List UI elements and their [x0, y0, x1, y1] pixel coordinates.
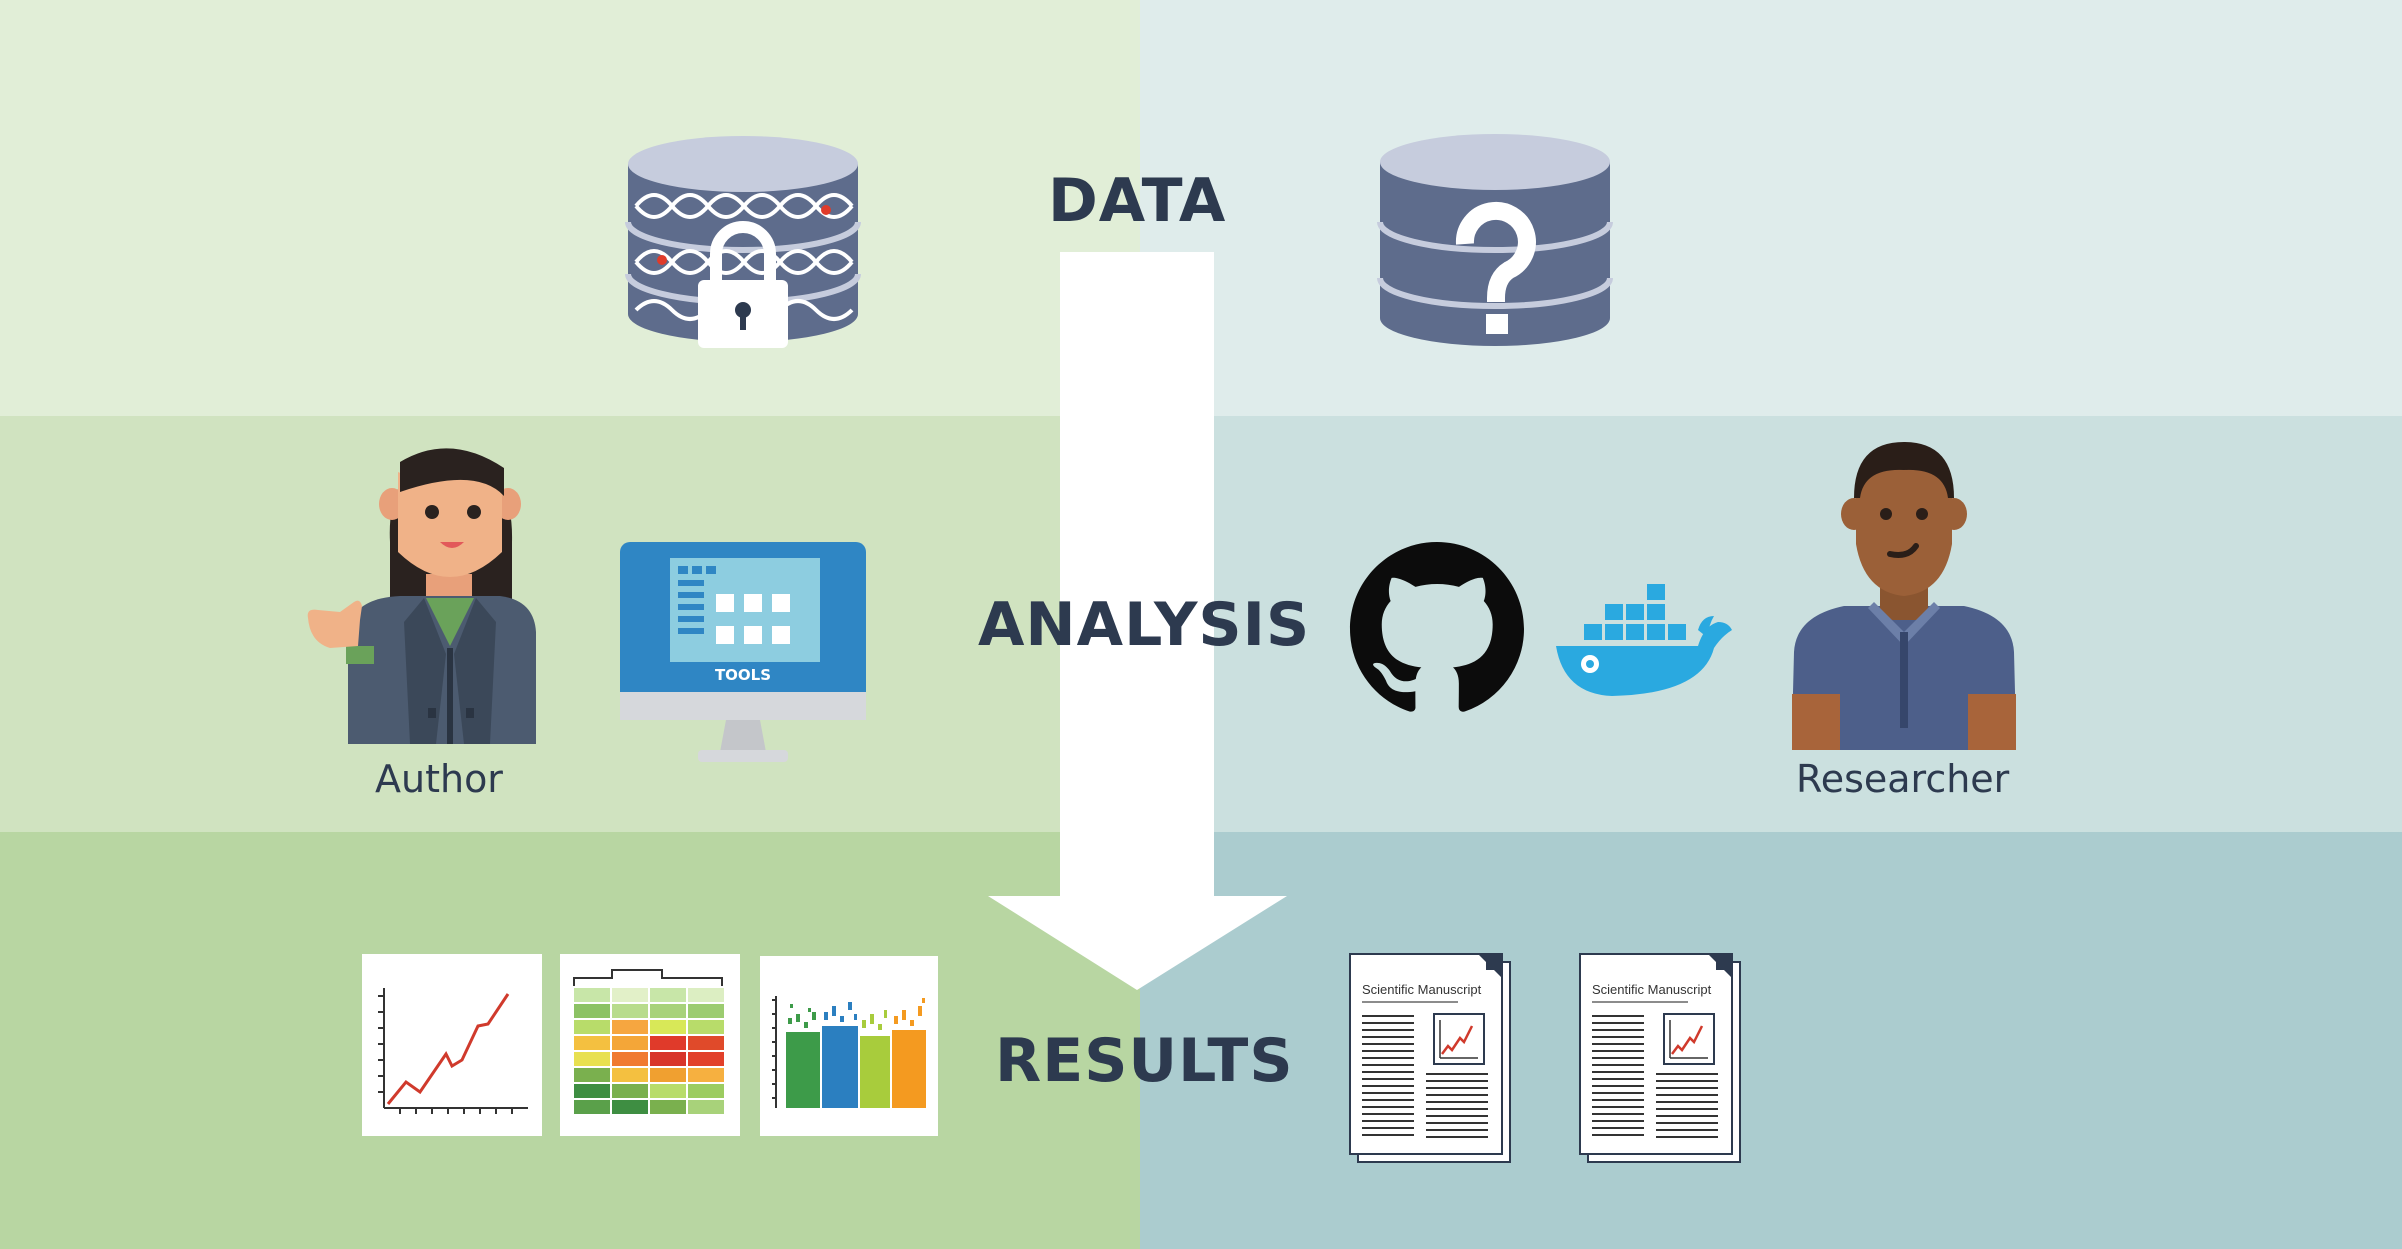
- line-chart-icon: [362, 954, 542, 1136]
- github-icon: [1350, 542, 1524, 712]
- background-data-left: [0, 0, 1140, 416]
- docker-icon: [1556, 584, 1732, 696]
- manuscript-title: Scientific Manuscript: [1362, 982, 1482, 997]
- manuscript-icon: Scientific Manuscript: [1579, 953, 1741, 1163]
- locked-database-icon: [625, 136, 861, 348]
- stage-label-data: DATA: [1048, 166, 1227, 236]
- computer-screen-label: TOOLS: [715, 666, 771, 684]
- background-data-right: [1140, 0, 2402, 416]
- bar-chart-icon: [760, 956, 938, 1136]
- manuscript-title: Scientific Manuscript: [1592, 982, 1712, 997]
- computer-icon: TOOLS: [620, 542, 866, 762]
- stage-label-results: RESULTS: [995, 1026, 1294, 1096]
- author-avatar: [307, 448, 536, 744]
- background-analysis-left: [0, 416, 1140, 832]
- heatmap-icon: [560, 954, 740, 1136]
- author-label: Author: [375, 757, 503, 801]
- researcher-label: Researcher: [1796, 757, 2010, 801]
- researcher-avatar: [1792, 442, 2016, 750]
- stage-label-analysis: ANALYSIS: [978, 590, 1311, 660]
- unknown-database-icon: [1377, 134, 1613, 346]
- manuscript-icon: Scientific Manuscript: [1349, 953, 1511, 1163]
